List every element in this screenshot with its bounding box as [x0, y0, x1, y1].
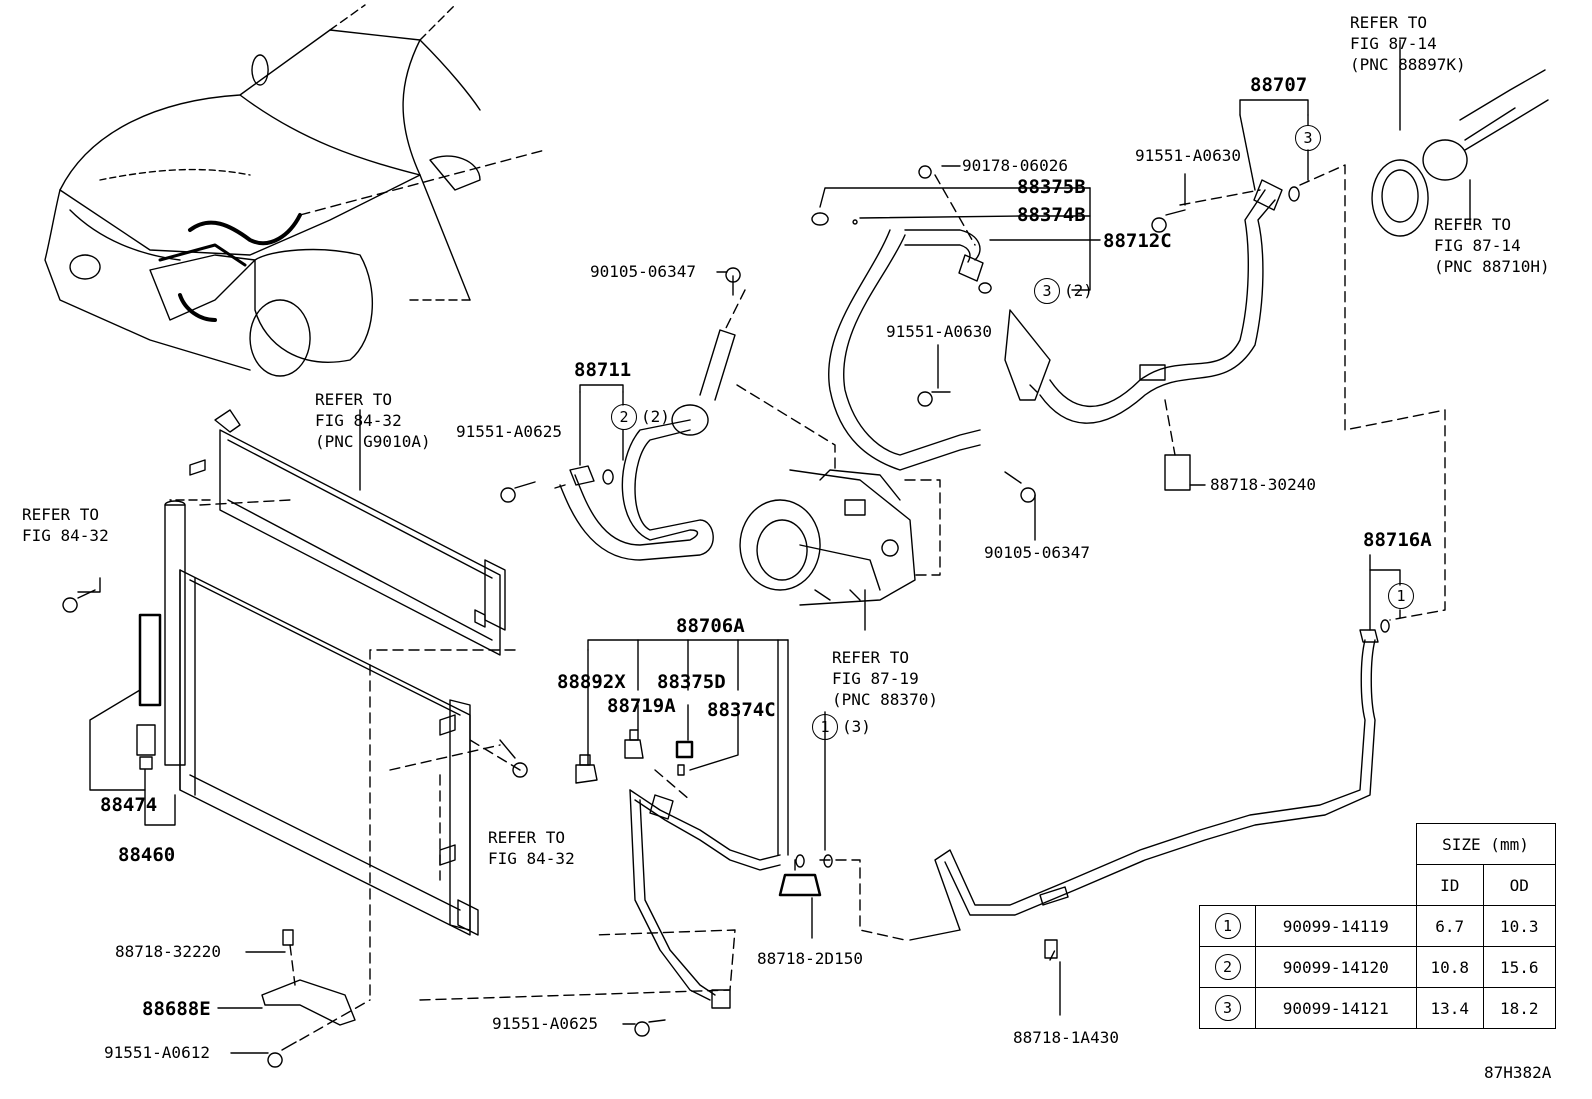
compressor-illustration	[739, 469, 916, 606]
leader-lines	[77, 39, 1471, 1054]
table-row: 1 90099-14119 6.7 10.3	[1199, 905, 1556, 947]
o-ring-size-table: SIZE (mm) ID OD 1 90099-14119 6.7 10.3 2…	[1199, 823, 1556, 1029]
callout-88719A[interactable]: 88719A	[607, 695, 676, 717]
callout-88892X[interactable]: 88892X	[557, 671, 626, 693]
table-row: 3 90099-14121 13.4 18.2	[1199, 987, 1556, 1029]
size-row-part[interactable]: 90099-14119	[1255, 905, 1417, 947]
refer-note-fig-84-32-g9010a[interactable]: REFER TO FIG 84-32 (PNC G9010A)	[315, 390, 431, 451]
callout-88474[interactable]: 88474	[100, 794, 158, 816]
size-table-header: SIZE (mm)	[1415, 823, 1556, 865]
o-ring-icons	[602, 186, 1390, 868]
callout-88718-1a430[interactable]: 88718-1A430	[1013, 1028, 1119, 1047]
oring-mark-3-mid[interactable]: 3(2)	[1034, 278, 1093, 304]
size-row-id: 13.4	[1415, 987, 1484, 1029]
callout-91551-a0612[interactable]: 91551-A0612	[104, 1043, 210, 1062]
valve-cap-parts	[261, 69, 1549, 1026]
size-row-od: 18.2	[1482, 987, 1556, 1029]
refer-note-fig-87-14-88897k[interactable]: REFER TO FIG 87-14 (PNC 88897K)	[1350, 13, 1466, 74]
vehicle-front-illustration	[44, 4, 546, 377]
size-row-part[interactable]: 90099-14121	[1255, 987, 1417, 1029]
callout-88711[interactable]: 88711	[574, 359, 632, 381]
callout-88460[interactable]: 88460	[118, 844, 176, 866]
oring-mark-2-left[interactable]: 2(2)	[611, 404, 670, 430]
size-row-od: 15.6	[1482, 946, 1556, 988]
condenser-illustration	[89, 409, 516, 1001]
callout-88374C[interactable]: 88374C	[707, 699, 776, 721]
refer-note-fig-87-19-88370[interactable]: REFER TO FIG 87-19 (PNC 88370)	[832, 648, 938, 709]
size-row-mark: 2	[1214, 954, 1241, 980]
oring-mark-3-top[interactable]: 3	[1295, 125, 1321, 151]
callout-90178-06026[interactable]: 90178-06026	[962, 156, 1068, 175]
size-table-col-id: ID	[1415, 864, 1484, 906]
oring-mark-1-right[interactable]: 1	[1388, 583, 1414, 609]
callout-88718-2d150[interactable]: 88718-2D150	[757, 949, 863, 968]
callout-90105-06347-top[interactable]: 90105-06347	[590, 262, 696, 281]
size-row-part[interactable]: 90099-14120	[1255, 946, 1417, 988]
size-table-col-od: OD	[1482, 864, 1556, 906]
callout-88718-30240[interactable]: 88718-30240	[1210, 475, 1316, 494]
callout-91551-a0630-mid[interactable]: 91551-A0630	[886, 322, 992, 341]
callout-88718-32220[interactable]: 88718-32220	[115, 942, 221, 961]
size-row-id: 10.8	[1415, 946, 1484, 988]
bolt-icons	[62, 165, 1186, 1068]
callout-91551-a0630-top[interactable]: 91551-A0630	[1135, 146, 1241, 165]
callout-88688E[interactable]: 88688E	[142, 998, 211, 1020]
size-row-od: 10.3	[1482, 905, 1556, 947]
figure-code: 87H382A	[1484, 1063, 1552, 1082]
callout-88375D[interactable]: 88375D	[657, 671, 726, 693]
size-row-mark: 1	[1214, 913, 1241, 939]
oring-mark-1-center[interactable]: 1(3)	[812, 714, 871, 740]
table-row: 2 90099-14120 10.8 15.6	[1199, 946, 1556, 988]
refer-note-fig-84-32-mid[interactable]: REFER TO FIG 84-32	[488, 828, 575, 868]
size-row-mark: 3	[1214, 995, 1241, 1021]
callout-88375B[interactable]: 88375B	[1017, 176, 1086, 198]
refer-note-fig-84-32-left[interactable]: REFER TO FIG 84-32	[22, 505, 109, 545]
callout-88706A[interactable]: 88706A	[676, 615, 745, 637]
callout-88707[interactable]: 88707	[1250, 74, 1308, 96]
callout-88712C[interactable]: 88712C	[1103, 230, 1172, 252]
callout-91551-a0625-bottom[interactable]: 91551-A0625	[492, 1014, 598, 1033]
callout-88374B[interactable]: 88374B	[1017, 204, 1086, 226]
hose-assemblies	[559, 179, 1379, 1009]
dashed-reference-lines	[199, 164, 1446, 1041]
callout-91551-a0625-left[interactable]: 91551-A0625	[456, 422, 562, 441]
callout-88716A[interactable]: 88716A	[1363, 529, 1432, 551]
refer-note-fig-87-14-88710h[interactable]: REFER TO FIG 87-14 (PNC 88710H)	[1434, 215, 1550, 276]
callout-90105-06347-right[interactable]: 90105-06347	[984, 543, 1090, 562]
size-row-id: 6.7	[1415, 905, 1484, 947]
